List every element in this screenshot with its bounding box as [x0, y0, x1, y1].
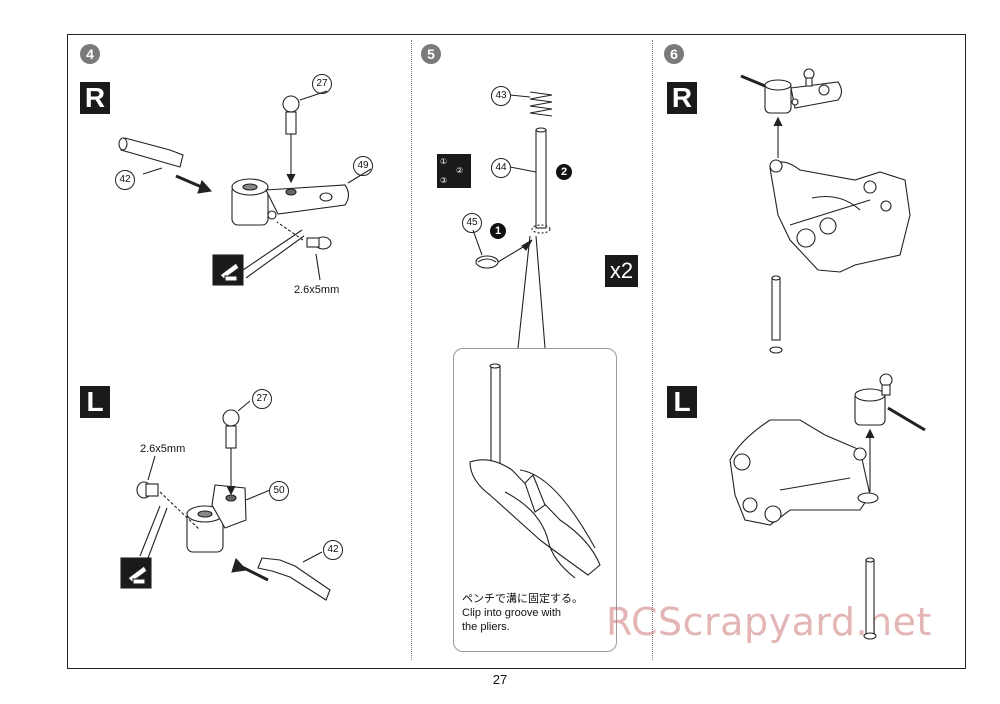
ball-stud-27-r — [282, 95, 300, 135]
step-4-number: 4 — [80, 44, 100, 64]
ball-stud-6r — [803, 68, 815, 87]
callout-jp: ペンチで溝に固定する。 — [462, 593, 583, 605]
shaft-44 — [535, 127, 547, 229]
step-6-r-assembly — [740, 68, 911, 354]
e-clip-45 — [475, 255, 499, 269]
callout-text: ペンチで溝に固定する。 Clip into groove with the pl… — [462, 592, 612, 634]
step-6-left-label: L — [667, 386, 697, 418]
order-icon-3: ③ — [440, 176, 448, 185]
step-4-r-assembly — [118, 90, 372, 286]
order-1-badge: 1 — [490, 223, 506, 239]
threadlock-icon-r — [212, 254, 244, 286]
screw-size-r: 2.6x5mm — [294, 284, 340, 296]
step-4-right-label: R — [80, 82, 110, 114]
column-divider-1 — [411, 40, 412, 660]
ball-stud-6l — [879, 373, 893, 396]
callout-en-1: Clip into groove with — [462, 607, 562, 619]
part-27-l: 27 — [252, 389, 272, 409]
hinge-pin-6l — [863, 557, 877, 640]
part-27-r: 27 — [312, 74, 332, 94]
page-number: 27 — [492, 672, 508, 687]
part-50: 50 — [269, 481, 289, 501]
step-6-l-assembly — [729, 373, 926, 640]
step-6-number: 6 — [664, 44, 684, 64]
step-4-l-assembly — [120, 400, 331, 601]
hinge-pin-42-r — [118, 137, 184, 168]
part-44: 44 — [491, 158, 511, 178]
screw-r — [306, 236, 332, 250]
page-frame — [67, 34, 966, 669]
hinge-pin-42-l — [257, 557, 331, 601]
order-2-badge: 2 — [556, 164, 572, 180]
watermark: RCScrapyard.net — [606, 600, 932, 644]
step-5-assembly — [469, 91, 601, 579]
screw-size-l: 2.6x5mm — [140, 443, 186, 455]
order-icon-1: ① — [440, 157, 448, 166]
step-5-number: 5 — [421, 44, 441, 64]
part-43: 43 — [491, 86, 511, 106]
hinge-pin-6r — [769, 275, 783, 354]
threadlock-icon-l — [120, 557, 152, 589]
step-6-right-label: R — [667, 82, 697, 114]
callout-en-2: the pliers. — [462, 621, 510, 633]
pliers-illustration — [469, 363, 601, 579]
part-42-l: 42 — [323, 540, 343, 560]
step-4-left-label: L — [80, 386, 110, 418]
part-42-r: 42 — [115, 170, 135, 190]
spring-43 — [529, 91, 553, 117]
screw-l — [136, 481, 159, 499]
quantity-multiplier: x2 — [605, 255, 638, 287]
step-order-icon: ① ② ③ — [437, 154, 471, 188]
order-icon-2: ② — [456, 166, 464, 175]
column-divider-2 — [652, 40, 653, 660]
ball-stud-27-l — [222, 409, 240, 449]
part-45: 45 — [462, 213, 482, 233]
